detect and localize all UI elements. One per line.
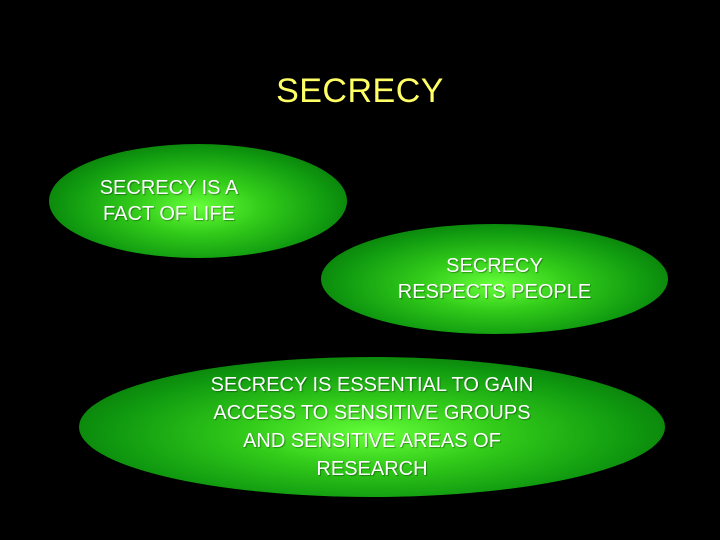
oval-essential-access-text: SECRECY IS ESSENTIAL TO GAIN ACCESS TO S… xyxy=(210,374,534,480)
oval-fact-of-life: SECRECY IS A FACT OF LIFE xyxy=(49,144,347,258)
oval-essential-access: SECRECY IS ESSENTIAL TO GAIN ACCESS TO S… xyxy=(79,357,665,497)
oval-respects-people: SECRECY RESPECTS PEOPLE xyxy=(321,224,668,334)
oval-respects-people-text: SECRECY RESPECTS PEOPLE xyxy=(397,255,592,303)
slide-title: SECRECY xyxy=(276,72,444,110)
oval-fact-of-life-text: SECRECY IS A FACT OF LIFE xyxy=(99,177,239,225)
